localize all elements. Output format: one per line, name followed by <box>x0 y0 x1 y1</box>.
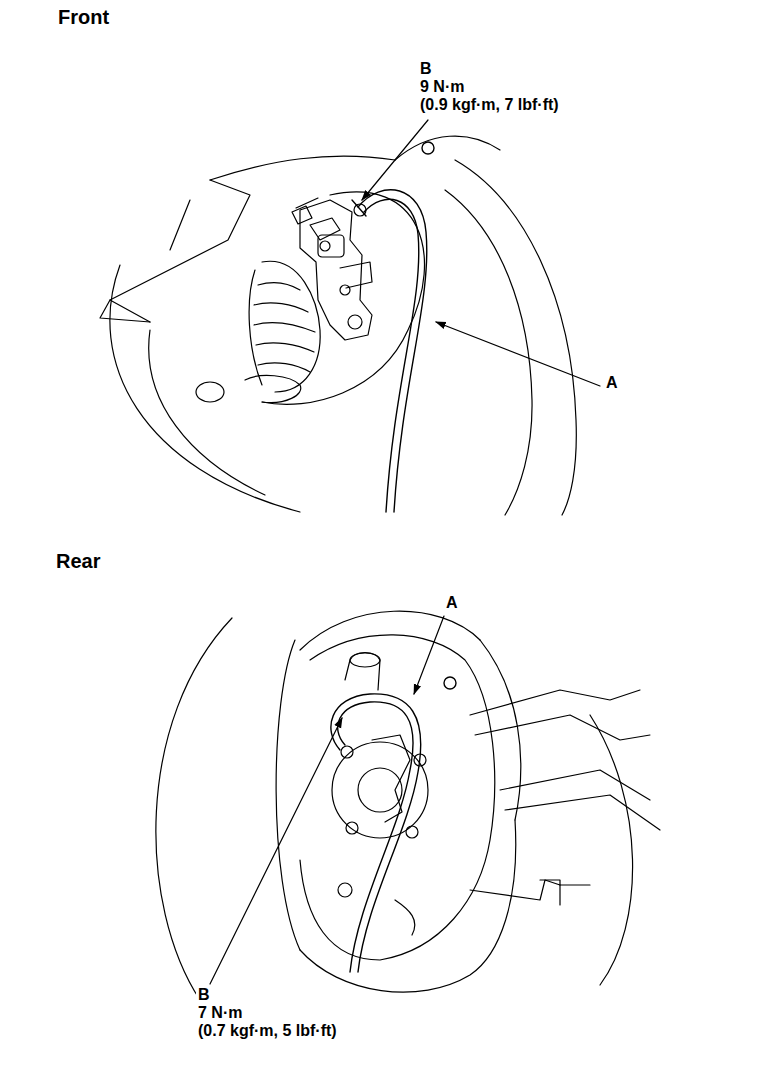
torque-value: 7 N·m <box>196 1004 244 1022</box>
callout-letter: B <box>196 986 212 1004</box>
section-heading: Front <box>56 6 111 29</box>
front-wheel-well <box>100 136 576 515</box>
torque-value: (0.7 kgf·m, 5 lbf·ft) <box>196 1022 339 1040</box>
callout-letter: A <box>604 374 620 392</box>
rear-wheel <box>156 611 633 1000</box>
rear-suspension <box>470 690 660 905</box>
torque-value: (0.9 kgf·m, 7 lbf·ft) <box>418 96 561 114</box>
front-drive-shaft-boot <box>196 261 320 402</box>
callout-letter: A <box>444 594 460 612</box>
callout-letter: B <box>418 60 434 78</box>
rear-sensor-cable <box>331 677 456 972</box>
torque-value: 9 N·m <box>418 78 466 96</box>
leader-line <box>210 616 444 984</box>
section-heading: Rear <box>54 550 102 573</box>
front-knuckle-caliper <box>292 198 372 340</box>
leader-line <box>362 120 600 386</box>
